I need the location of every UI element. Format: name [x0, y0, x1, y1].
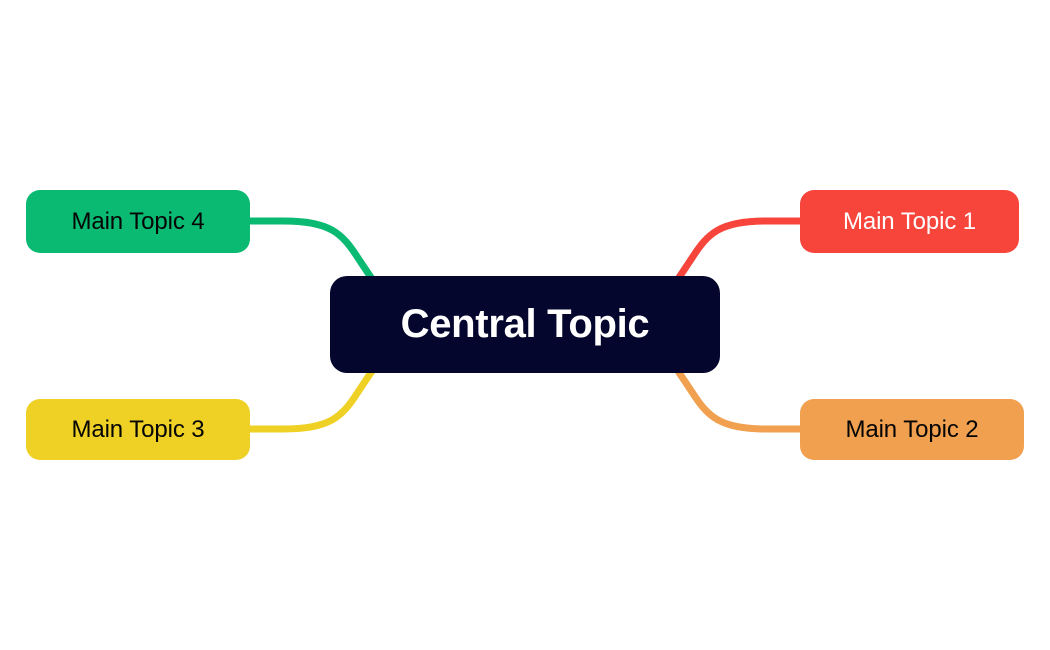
connector-topic-3 — [246, 367, 376, 433]
node-label: Main Topic 1 — [842, 207, 977, 235]
connector-topic-1 — [674, 217, 804, 283]
node-label: Central Topic — [400, 302, 650, 346]
connector-topic-2 — [674, 367, 804, 433]
connector-topic-4 — [246, 217, 376, 283]
node-label: Main Topic 2 — [845, 415, 979, 443]
node-label: Main Topic 4 — [71, 207, 205, 235]
node-label: Main Topic 3 — [71, 415, 205, 443]
node-main-topic-4[interactable]: Main Topic 4 — [26, 190, 250, 253]
node-central-topic[interactable]: Central Topic — [330, 276, 720, 373]
node-main-topic-1[interactable]: Main Topic 1 — [800, 190, 1019, 253]
node-main-topic-2[interactable]: Main Topic 2 — [800, 399, 1024, 460]
node-main-topic-3[interactable]: Main Topic 3 — [26, 399, 250, 460]
